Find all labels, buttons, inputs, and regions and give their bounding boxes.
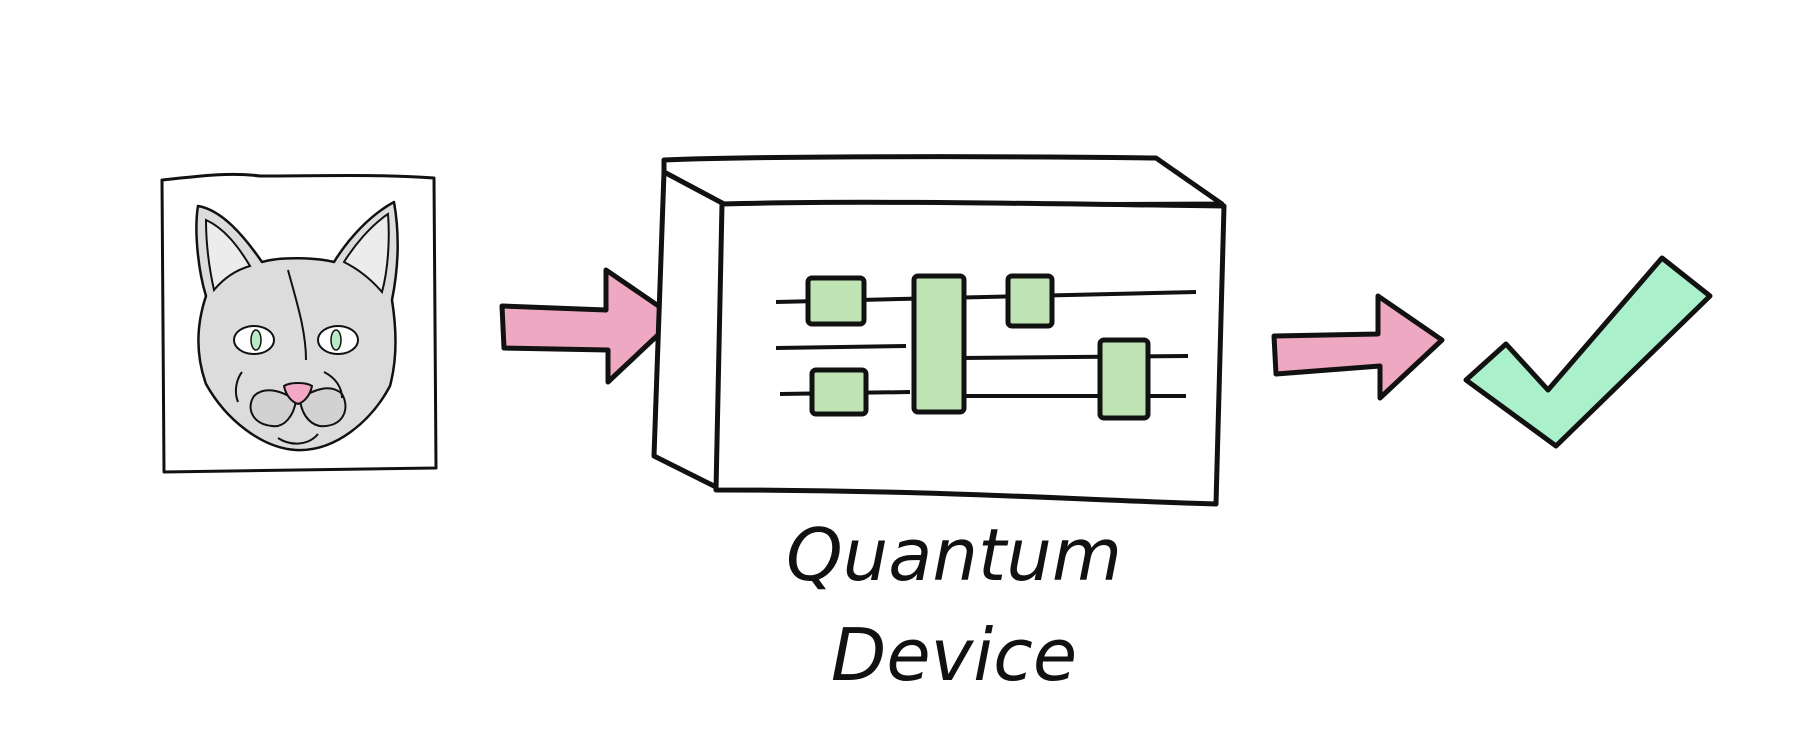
gate-single-1 [805, 275, 867, 327]
cat-right-cheek [323, 371, 343, 399]
device-side-face [651, 169, 727, 493]
checkmark-icon [1463, 255, 1713, 449]
device-label-line2: Device [831, 613, 1077, 697]
gate-single-2 [809, 367, 869, 417]
arrow-to-output [1271, 293, 1445, 401]
cat-right-inner-ear [342, 212, 390, 295]
cat-face-icon [195, 200, 399, 452]
input-image [160, 172, 438, 474]
circuit-gates [805, 273, 1151, 421]
cat-right-pupil [330, 329, 342, 351]
cat-left-cheek [234, 371, 243, 403]
device-top-face [661, 154, 1225, 209]
cat-nose [282, 382, 314, 406]
gate-multi-2 [1097, 337, 1151, 421]
gate-single-3 [1005, 273, 1055, 329]
cat-left-inner-ear [204, 218, 252, 293]
cat-left-pupil [250, 329, 262, 351]
device-label-line1: Quantum [786, 513, 1122, 597]
gate-multi-1 [911, 273, 967, 415]
cat-muzzle-left [249, 389, 298, 428]
arrow-to-device [499, 267, 679, 385]
cat-muzzle-right [298, 387, 347, 428]
cat-forehead-line [287, 269, 307, 361]
quantum-device [651, 154, 1227, 507]
cat-mouth [277, 433, 319, 445]
